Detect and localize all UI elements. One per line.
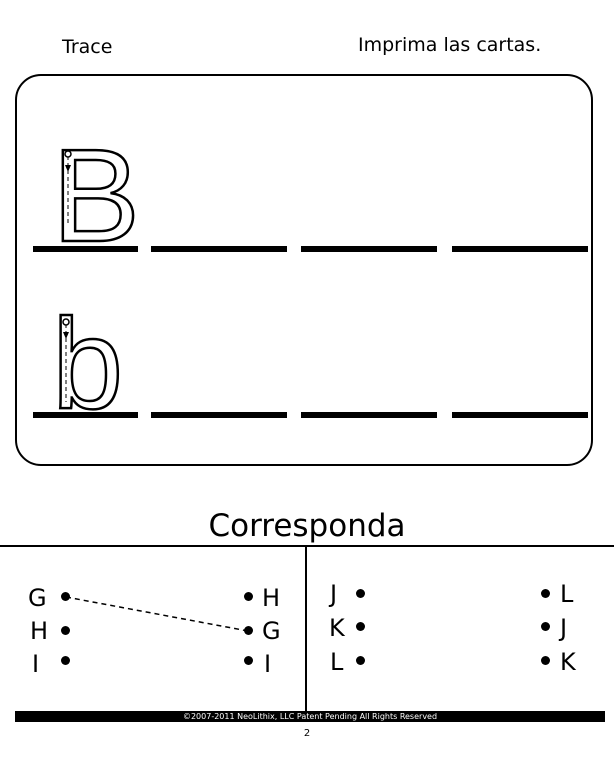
match-dot[interactable] (61, 626, 70, 635)
trace-instruction: Trace (62, 36, 113, 58)
writing-line (452, 412, 588, 418)
writing-line (33, 412, 138, 418)
trace-glyph: B (52, 122, 140, 269)
match-letter: K (329, 614, 345, 642)
match-dot[interactable] (244, 592, 253, 601)
dashed-match-line (65, 596, 249, 632)
start-point-icon (64, 150, 72, 158)
trace-glyph: b (52, 293, 123, 436)
match-letter: J (330, 580, 338, 608)
writing-line (151, 246, 287, 252)
writing-line (301, 412, 437, 418)
match-dot[interactable] (541, 589, 550, 598)
trace-letter-lowercase: b (51, 292, 125, 438)
match-title: Corresponda (208, 508, 406, 544)
trace-area (15, 74, 593, 466)
writing-line (151, 412, 287, 418)
match-dot[interactable] (541, 622, 550, 631)
arrow-down-icon (65, 165, 71, 172)
match-dot[interactable] (356, 656, 365, 665)
page-number: 2 (303, 728, 311, 739)
writing-line (301, 246, 437, 252)
match-letter: I (264, 650, 272, 678)
trace-letter-uppercase: B (51, 121, 142, 271)
match-dot[interactable] (356, 622, 365, 631)
match-letter: L (330, 648, 344, 676)
match-dot[interactable] (61, 656, 70, 665)
writing-line (452, 246, 588, 252)
match-letter: J (560, 614, 568, 642)
match-letter: H (30, 617, 49, 645)
writing-line (33, 246, 138, 252)
copyright-bar: ©2007-2011 NeoLithix, LLC Patent Pending… (15, 711, 605, 722)
match-dot[interactable] (541, 656, 550, 665)
match-dot[interactable] (244, 626, 253, 635)
match-dot[interactable] (61, 592, 70, 601)
divider-vertical (305, 545, 307, 711)
print-instruction: Imprima las cartas. (358, 34, 542, 56)
match-letter: H (262, 584, 281, 612)
match-letter: I (32, 650, 40, 678)
match-dot[interactable] (356, 589, 365, 598)
match-letter: G (262, 617, 281, 645)
match-dot[interactable] (244, 656, 253, 665)
arrow-down-icon (63, 332, 69, 339)
divider-horizontal (0, 545, 614, 547)
start-point-icon (62, 318, 70, 326)
match-letter: G (28, 584, 47, 612)
match-letter: L (560, 580, 574, 608)
match-letter: K (560, 648, 576, 676)
